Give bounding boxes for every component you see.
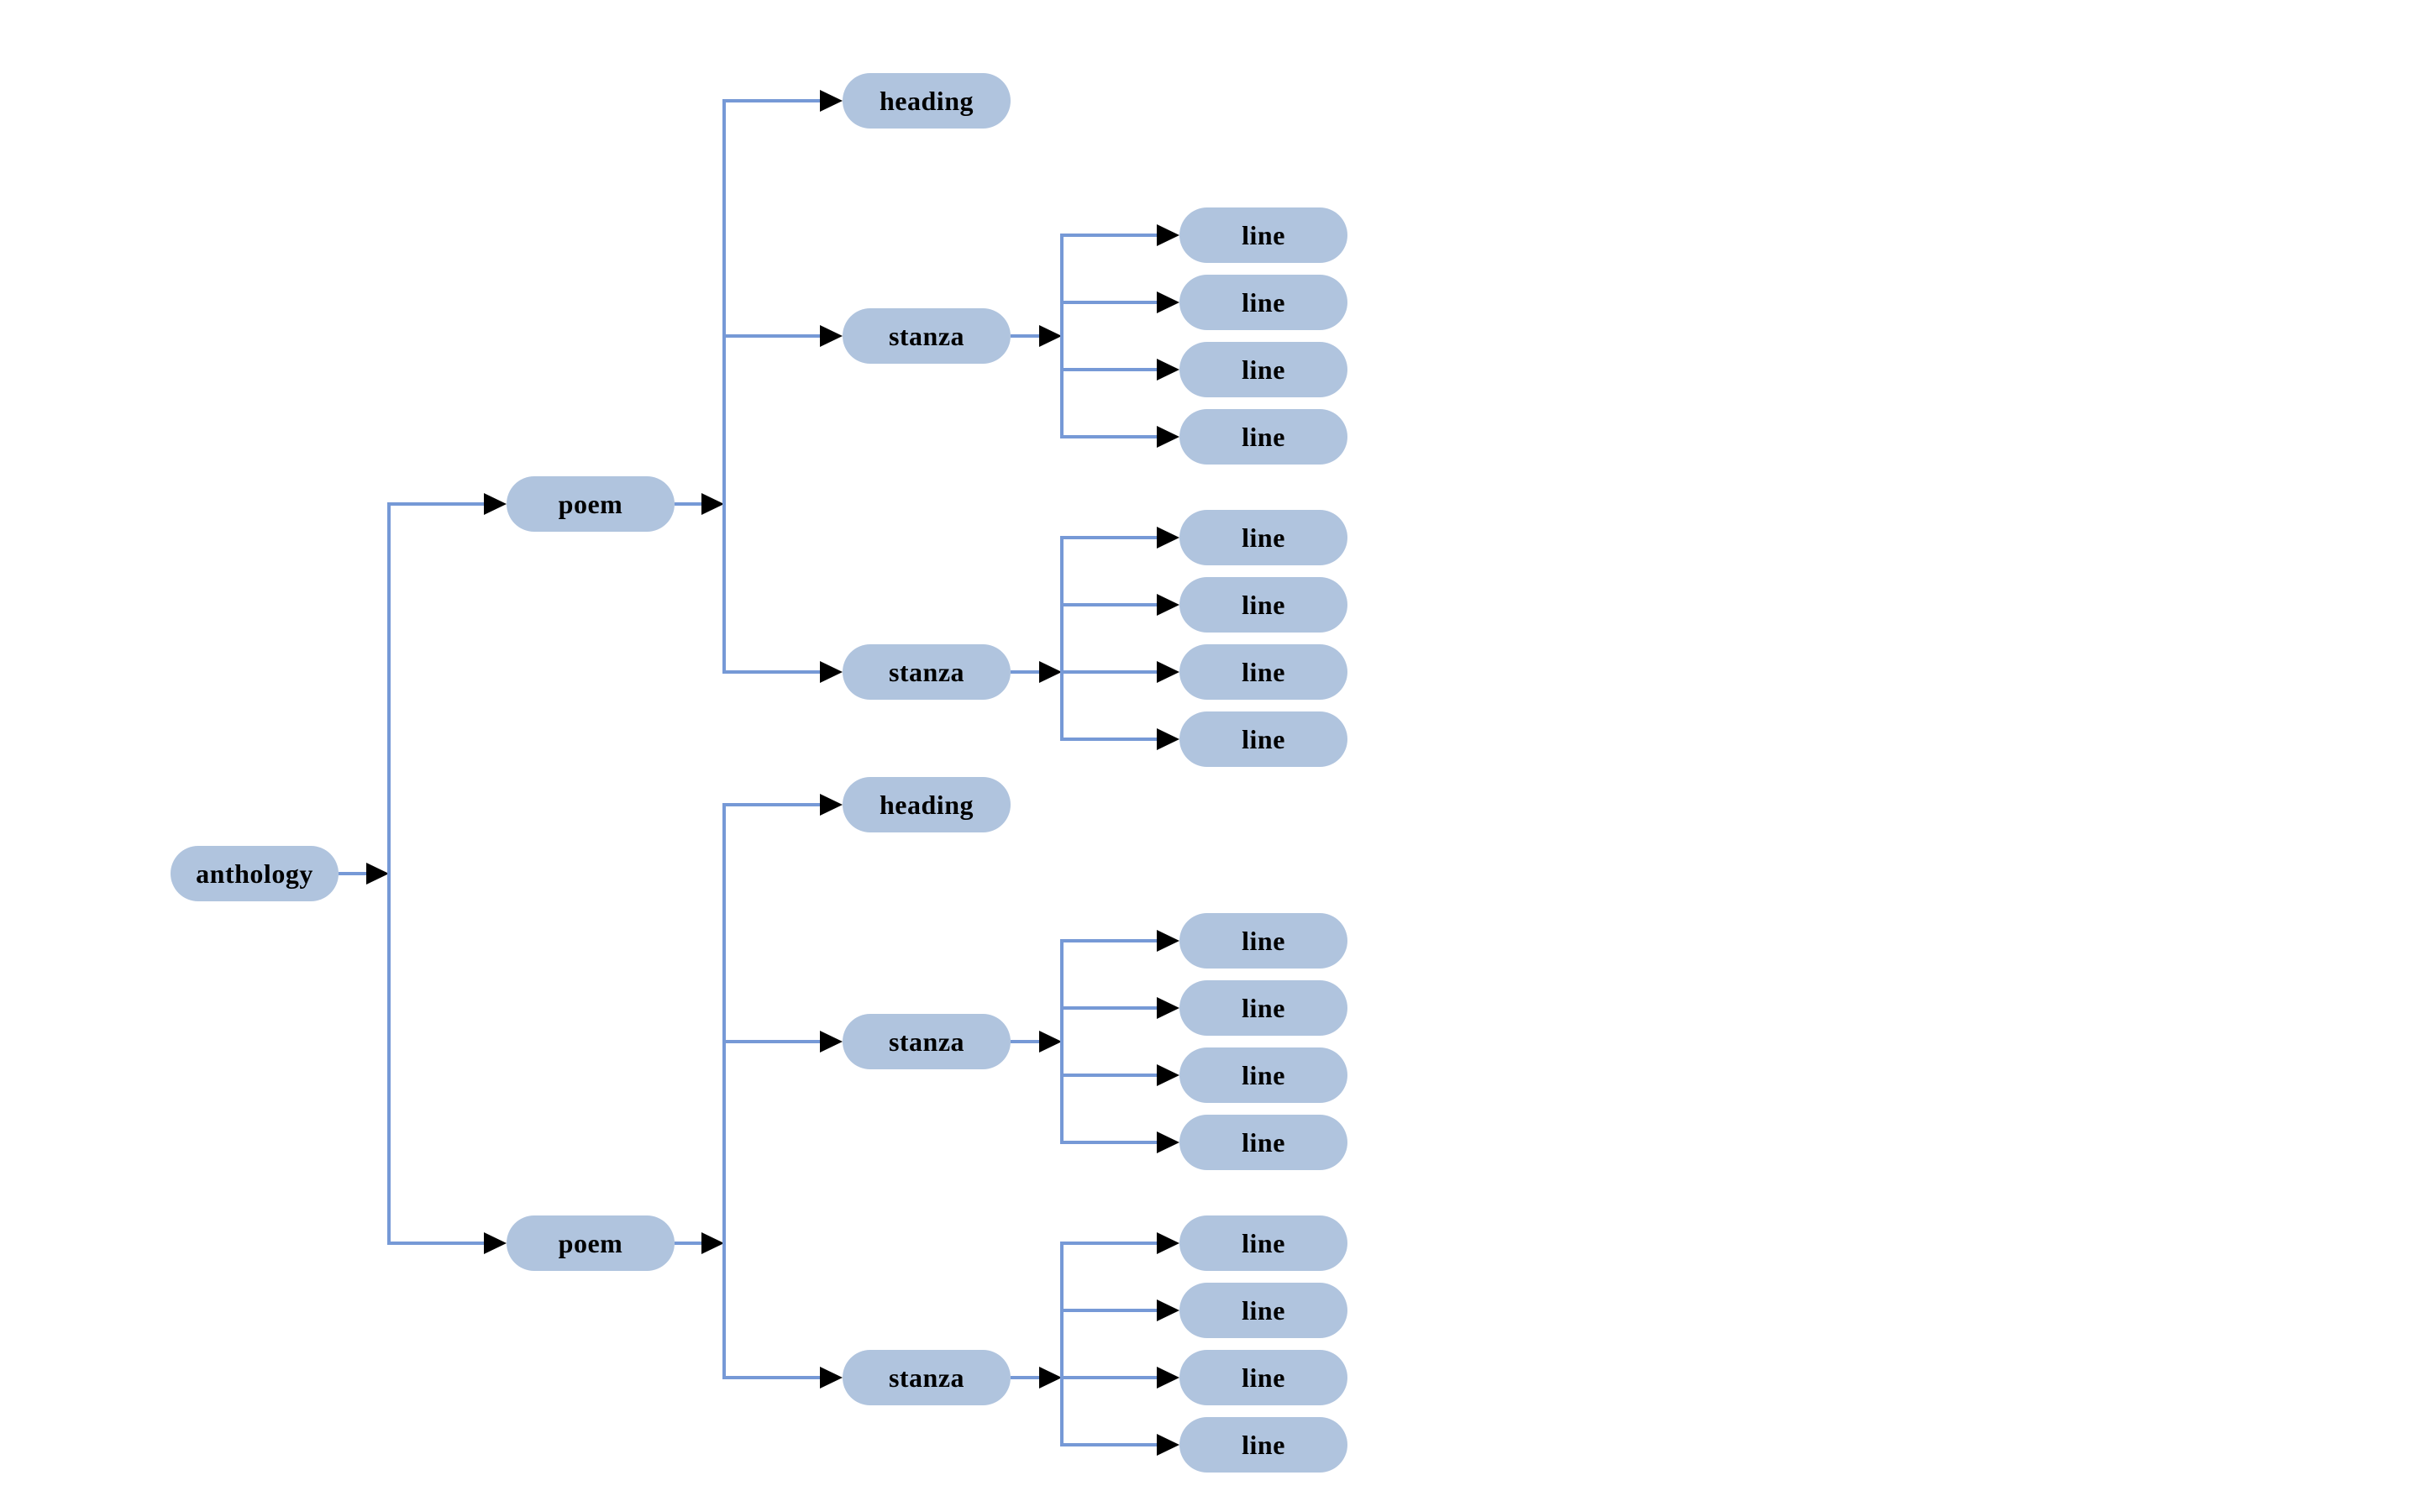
node-heading1: heading [843, 73, 1011, 129]
node-line221: line [1179, 1215, 1347, 1271]
edge-arrowhead [820, 794, 843, 816]
edge-arrowhead [1157, 224, 1179, 246]
node-stanza11: stanza [843, 308, 1011, 364]
node-line112: line [1179, 275, 1347, 330]
edge-arrowhead [1157, 1131, 1179, 1153]
edge-arrowhead [1039, 325, 1062, 347]
node-line124: line [1179, 711, 1347, 767]
edge-arrowhead [820, 90, 843, 112]
edge-arrowhead [484, 1232, 507, 1254]
node-poem2: poem [507, 1215, 675, 1271]
node-line222: line [1179, 1283, 1347, 1338]
edge-arrowhead [1039, 1031, 1062, 1053]
edge-arrowhead [820, 661, 843, 683]
edge-arrowhead [1157, 661, 1179, 683]
edge-arrowhead [1039, 1367, 1062, 1389]
edge-arrowhead [820, 1367, 843, 1389]
edge-arrowhead [1157, 930, 1179, 952]
node-line213: line [1179, 1047, 1347, 1103]
node-line113: line [1179, 342, 1347, 397]
edge-arrowhead [1157, 1299, 1179, 1321]
edge-arrowhead [701, 493, 724, 515]
node-poem1: poem [507, 476, 675, 532]
node-line122: line [1179, 577, 1347, 633]
edge-arrowhead [484, 493, 507, 515]
edge-arrowhead [1157, 997, 1179, 1019]
node-stanza21: stanza [843, 1014, 1011, 1069]
edge-arrowhead [1157, 1064, 1179, 1086]
node-stanza12: stanza [843, 644, 1011, 700]
edge-arrowhead [701, 1232, 724, 1254]
edge-arrowhead [1157, 728, 1179, 750]
node-line121: line [1179, 510, 1347, 565]
node-line123: line [1179, 644, 1347, 700]
node-line214: line [1179, 1115, 1347, 1170]
edge-arrowhead [820, 1031, 843, 1053]
edge-arrowhead [1157, 1232, 1179, 1254]
edge-arrowhead [1157, 359, 1179, 381]
edge-arrowhead [1157, 426, 1179, 448]
node-heading2: heading [843, 777, 1011, 832]
node-line224: line [1179, 1417, 1347, 1473]
node-line114: line [1179, 409, 1347, 465]
node-anthology: anthology [171, 846, 339, 901]
edge-arrowhead [1039, 661, 1062, 683]
edge-arrowhead [820, 325, 843, 347]
edge-arrowhead [366, 863, 389, 885]
node-line212: line [1179, 980, 1347, 1036]
node-stanza22: stanza [843, 1350, 1011, 1405]
node-line111: line [1179, 207, 1347, 263]
edge-arrowhead [1157, 1434, 1179, 1456]
node-line211: line [1179, 913, 1347, 969]
edge-arrowhead [1157, 1367, 1179, 1389]
edge-arrowhead [1157, 594, 1179, 616]
edge-arrowhead [1157, 527, 1179, 549]
edge-arrowhead [1157, 291, 1179, 313]
node-line223: line [1179, 1350, 1347, 1405]
